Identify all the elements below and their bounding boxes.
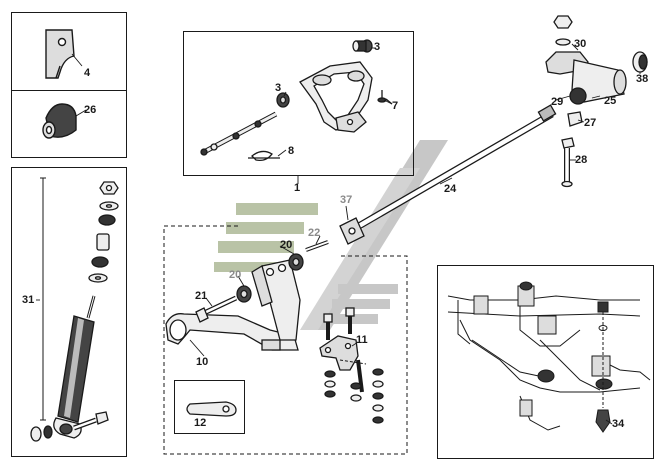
callout-21: 21 bbox=[195, 290, 208, 302]
callout-29: 29 bbox=[551, 96, 564, 108]
callout-7: 7 bbox=[392, 100, 399, 112]
callout-3-left: 3 bbox=[275, 82, 282, 94]
callout-20-upper: 20 bbox=[280, 239, 293, 251]
callout-27: 27 bbox=[584, 117, 597, 129]
callout-10: 10 bbox=[196, 356, 209, 368]
bushing-part-26 bbox=[42, 103, 77, 139]
callout-24: 24 bbox=[444, 183, 457, 195]
lower-control-arm bbox=[165, 240, 329, 351]
callout-38: 38 bbox=[636, 73, 649, 85]
callout-4: 4 bbox=[84, 67, 91, 79]
bracket-part-4 bbox=[45, 29, 75, 79]
callout-31: 31 bbox=[22, 294, 35, 306]
part-12-frame bbox=[174, 380, 245, 434]
part-26-frame bbox=[11, 90, 127, 158]
callout-22: 22 bbox=[308, 227, 321, 239]
suspension-assembly-view bbox=[447, 281, 651, 433]
callout-25: 25 bbox=[604, 95, 617, 107]
shock-absorber-kit bbox=[30, 177, 119, 442]
callout-28: 28 bbox=[575, 154, 588, 166]
ball-joint bbox=[319, 307, 384, 424]
callout-26: 26 bbox=[84, 104, 97, 116]
lower-arm-kit-frame bbox=[163, 225, 408, 455]
callout-11: 11 bbox=[356, 334, 368, 346]
lock-plate bbox=[186, 401, 237, 417]
watermark-logo bbox=[214, 140, 448, 330]
callout-1: 1 bbox=[294, 182, 301, 194]
callout-8: 8 bbox=[288, 145, 295, 157]
upper-control-arm bbox=[200, 39, 393, 162]
shock-kit-frame bbox=[11, 167, 127, 457]
upper-arm-kit-frame bbox=[183, 31, 414, 176]
leader-lines bbox=[36, 43, 641, 425]
callout-34: 34 bbox=[612, 418, 625, 430]
torsion-bar bbox=[339, 104, 557, 245]
torsion-bar-anchor bbox=[545, 15, 648, 188]
callout-3-top: 3 bbox=[374, 41, 381, 53]
callout-20-lower: 20 bbox=[229, 269, 242, 281]
callout-37: 37 bbox=[340, 194, 353, 206]
callout-12: 12 bbox=[194, 417, 207, 429]
callout-30: 30 bbox=[574, 38, 587, 50]
suspension-view-frame bbox=[437, 265, 654, 459]
